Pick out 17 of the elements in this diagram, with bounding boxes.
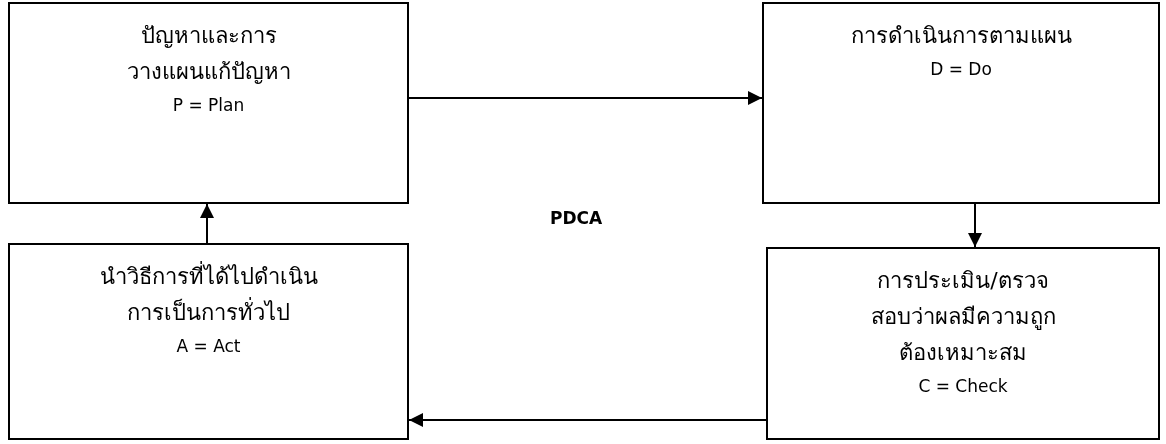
process-box — [8, 2, 409, 204]
step-title: การประเมิน/ตรวจสอบว่าผลมีความถูกต้องเหมาะสม — [869, 267, 1057, 367]
step-code: A = Act — [176, 335, 241, 358]
process-box — [762, 2, 1160, 204]
step-code: D = Do — [930, 58, 992, 81]
process-box — [766, 247, 1160, 440]
process-box — [8, 243, 409, 440]
step-title: การดำเนินการตามแผน — [850, 22, 1072, 50]
step-title: นำวิธีการที่ได้ไปดำเนินการเป็นการทั่วไป — [83, 259, 334, 331]
arrow — [968, 203, 982, 248]
step-code: P = Plan — [172, 94, 245, 117]
arrow — [408, 91, 763, 105]
diagram-label: PDCA — [550, 208, 603, 228]
step-code: C = Check — [918, 375, 1008, 398]
arrow — [200, 203, 214, 244]
arrow — [408, 413, 767, 427]
step-title: ปัญหาและการวางแผนแก้ปัญหา — [125, 22, 292, 86]
